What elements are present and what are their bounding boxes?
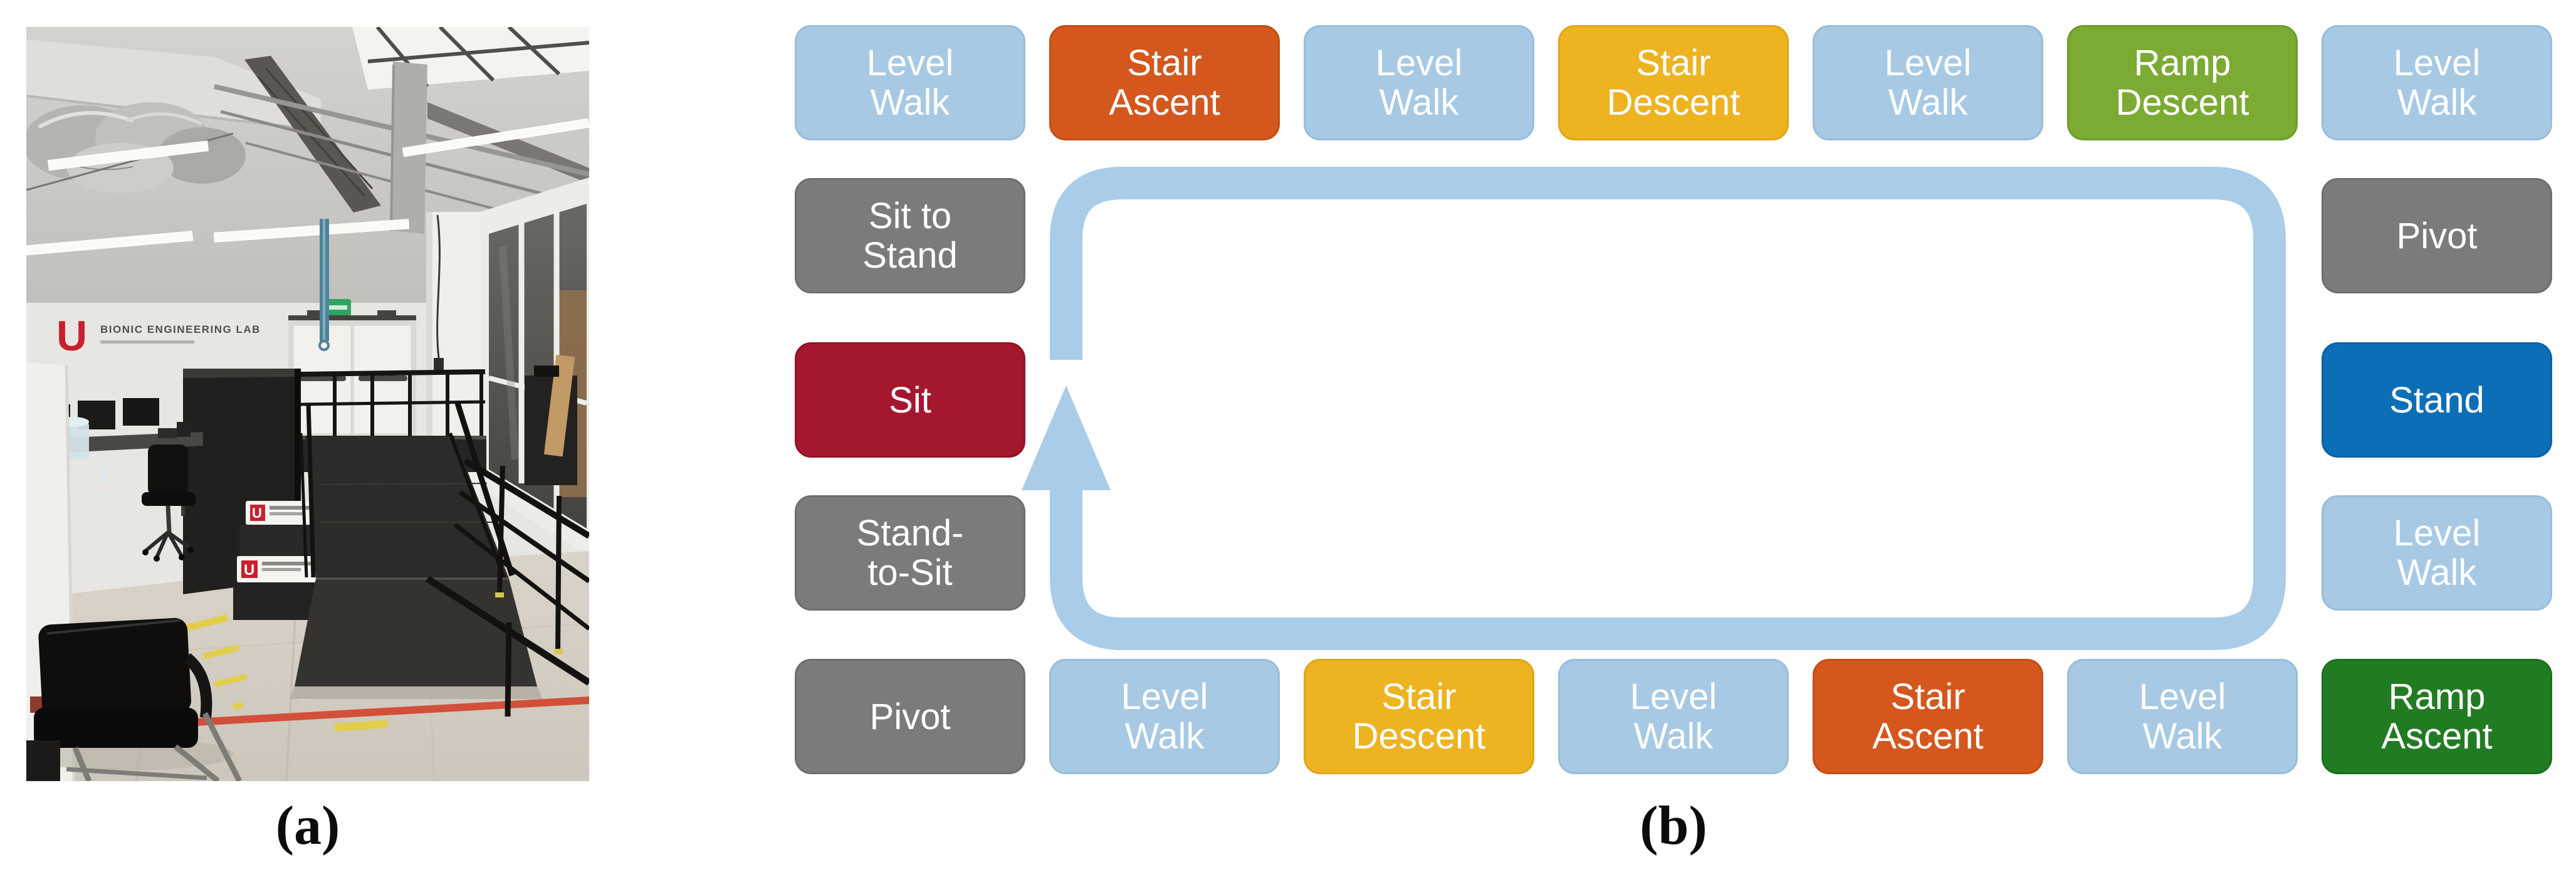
activity-label: Ramp Descent bbox=[2115, 43, 2249, 123]
panel-b-label: (b) bbox=[1640, 796, 1707, 856]
activity-label: Level Walk bbox=[2393, 513, 2481, 593]
activity-label: Sit to Stand bbox=[862, 196, 958, 276]
wall-logo: U BIONIC ENGINEERING LAB bbox=[56, 312, 261, 360]
activity-box-top-level-walk: Level Walk bbox=[1813, 25, 2043, 140]
activity-box-stand: Stand bbox=[2322, 342, 2552, 458]
activity-box-pivot: Pivot bbox=[2322, 178, 2552, 293]
stair-banner: U bbox=[246, 501, 321, 525]
activity-label: Level Walk bbox=[1121, 676, 1208, 757]
activity-box-top-level-walk: Level Walk bbox=[795, 25, 1025, 140]
activity-box-level-walk: Level Walk bbox=[2322, 495, 2552, 611]
activity-box-bottom-level-walk: Level Walk bbox=[1049, 659, 1280, 774]
right-railings bbox=[426, 458, 589, 717]
activity-box-bottom-stair-ascent: Stair Ascent bbox=[1813, 659, 2043, 774]
wall-logo-text: BIONIC ENGINEERING LAB bbox=[100, 323, 261, 335]
hanging-hoist-strap bbox=[318, 214, 444, 372]
arrowhead-up-icon bbox=[1022, 386, 1111, 490]
ceiling-structure bbox=[26, 27, 589, 303]
activity-box-bottom-pivot: Pivot bbox=[795, 659, 1025, 774]
activity-label: Stand bbox=[2389, 379, 2484, 421]
foreground-chair bbox=[26, 617, 243, 781]
banner-logo-letter: U bbox=[252, 505, 262, 521]
activity-label: Level Walk bbox=[866, 43, 954, 123]
activity-box-bottom-level-walk: Level Walk bbox=[2067, 659, 2298, 774]
loop-path bbox=[1050, 167, 2286, 650]
banner-logo-letter: U bbox=[244, 562, 254, 579]
activity-box-top-level-walk: Level Walk bbox=[1304, 25, 1534, 140]
activity-box-sit: Sit bbox=[795, 342, 1025, 458]
activity-label: Level Walk bbox=[1630, 676, 1717, 757]
activity-label: Pivot bbox=[869, 696, 951, 737]
activity-label: Level Walk bbox=[1375, 43, 1463, 123]
activity-label: Level Walk bbox=[2139, 676, 2226, 757]
activity-box-bottom-level-walk: Level Walk bbox=[1558, 659, 1789, 774]
activity-box-sit-to-stand: Sit to Stand bbox=[795, 178, 1025, 293]
activity-label: Sit bbox=[889, 379, 931, 421]
activity-label: Stair Ascent bbox=[1109, 43, 1220, 123]
platform-and-ramp: U U bbox=[183, 354, 589, 717]
activity-box-bottom-stair-descent: Stair Descent bbox=[1304, 659, 1534, 774]
lab-photo: U BIONIC ENGINEERING LAB bbox=[26, 27, 589, 781]
activity-box-top-level-walk: Level Walk bbox=[2322, 25, 2552, 140]
wall-logo-letter: U bbox=[56, 312, 87, 360]
activity-box-stand-to-sit: Stand-to-Sit bbox=[795, 495, 1025, 611]
activity-label: Stair Descent bbox=[1606, 43, 1741, 123]
activity-box-top-stair-descent: Stair Descent bbox=[1558, 25, 1789, 140]
activity-label: Ramp Ascent bbox=[2381, 676, 2493, 757]
panel-a-label: (a) bbox=[275, 796, 340, 856]
activity-box-top-stair-ascent: Stair Ascent bbox=[1049, 25, 1280, 140]
activity-label: Level Walk bbox=[2393, 43, 2481, 123]
activity-label: Stair Descent bbox=[1352, 676, 1486, 757]
activity-label: Stair Ascent bbox=[1872, 676, 1984, 757]
activity-box-bottom-ramp-ascent: Ramp Ascent bbox=[2322, 659, 2552, 774]
activity-label: Pivot bbox=[2396, 215, 2478, 256]
activity-label: Level Walk bbox=[1884, 43, 1972, 123]
activity-box-top-ramp-descent: Ramp Descent bbox=[2067, 25, 2298, 140]
stair-banner: U bbox=[237, 556, 320, 582]
office-chair bbox=[142, 444, 196, 562]
activity-label: Stand-to-Sit bbox=[856, 513, 964, 593]
